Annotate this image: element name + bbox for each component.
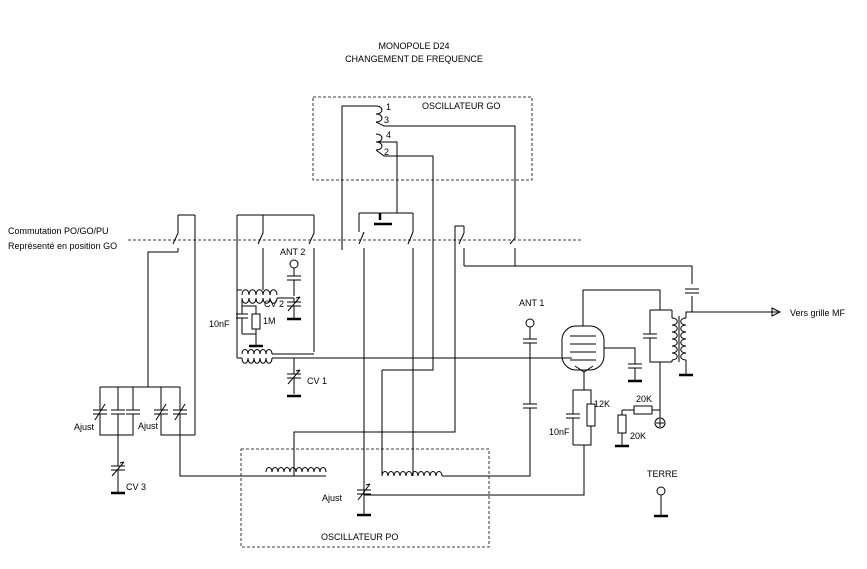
- ant2-label: ANT 2: [280, 247, 305, 257]
- resistor-20k-a: 20K: [622, 394, 660, 415]
- go-oscillator-box: OSCILLATEUR GO 1 3 4 2: [312, 96, 533, 371]
- po-trimmer: Ajust: [322, 476, 371, 517]
- cv2-label: CV 2: [264, 299, 284, 309]
- resistor-1m: 1M: [242, 305, 276, 348]
- cv2-capacitor: CV 2: [264, 296, 301, 321]
- title-line-1: MONOPOLE D24: [378, 41, 449, 51]
- cv1-label: CV 1: [307, 376, 327, 386]
- switch-3: [308, 215, 315, 252]
- title-line-2: CHANGEMENT DE FREQUENCE: [345, 54, 483, 64]
- switch-4: [358, 231, 365, 252]
- switch-6: [458, 226, 465, 266]
- terre-terminal: TERRE: [647, 469, 678, 518]
- switch-5: [407, 231, 414, 252]
- switch-7: [509, 236, 516, 266]
- cv3-capacitor: CV 3: [111, 435, 146, 495]
- coil-tap-3: 3: [384, 115, 389, 125]
- r20k-b-label: 20K: [630, 431, 646, 441]
- c10nf-right-label: 10nF: [549, 427, 570, 437]
- switch-2: [257, 215, 264, 252]
- go-oscillator-label: OSCILLATEUR GO: [422, 101, 500, 111]
- cap-10nf-left: 10nF: [209, 298, 248, 334]
- po-oscillator-label: OSCILLATEUR PO: [321, 532, 398, 542]
- terre-label: TERRE: [647, 469, 678, 479]
- coil-tap-4: 4: [386, 130, 391, 140]
- cv3-label: CV 3: [126, 482, 146, 492]
- resistor-12k: 12K: [573, 399, 610, 446]
- ajust-po-label: Ajust: [322, 493, 343, 503]
- coil-tap-1: 1: [386, 102, 391, 112]
- resistor-20k-b: 20K: [615, 410, 646, 448]
- ant2-terminal: ANT 2: [280, 247, 305, 296]
- ht-plus-terminal: [654, 362, 666, 429]
- switch-legend-line-1: Commutation PO/GO/PU: [8, 226, 109, 236]
- screen-bypass-cap: [628, 363, 642, 383]
- vacuum-tube: [561, 289, 661, 390]
- coil-tap-2: 2: [384, 147, 389, 157]
- if-transformer: [643, 288, 782, 377]
- ajust-left-label: Ajust: [74, 422, 95, 432]
- r1m-label: 1M: [263, 316, 276, 326]
- ground-symbol-go: [374, 213, 392, 226]
- r20k-a-label: 20K: [636, 394, 652, 404]
- po-oscillator-box: OSCILLATEUR PO Ajust: [179, 370, 531, 548]
- cap-10nf-right: 10nF: [549, 389, 584, 445]
- r12k-label: 12K: [594, 399, 610, 409]
- trimmer-caps-left: Ajust Ajust: [74, 403, 195, 436]
- cv1-capacitor: CV 1: [287, 358, 327, 398]
- ant1-terminal: ANT 1: [519, 298, 544, 415]
- ajust-mid-label: Ajust: [138, 421, 159, 431]
- output-label: Vers grille MF: [790, 308, 846, 318]
- switch-legend-line-2: Représenté en position GO: [8, 241, 117, 251]
- switch-1: [172, 215, 179, 252]
- ant1-label: ANT 1: [519, 298, 544, 308]
- c10nf-left-label: 10nF: [209, 319, 230, 329]
